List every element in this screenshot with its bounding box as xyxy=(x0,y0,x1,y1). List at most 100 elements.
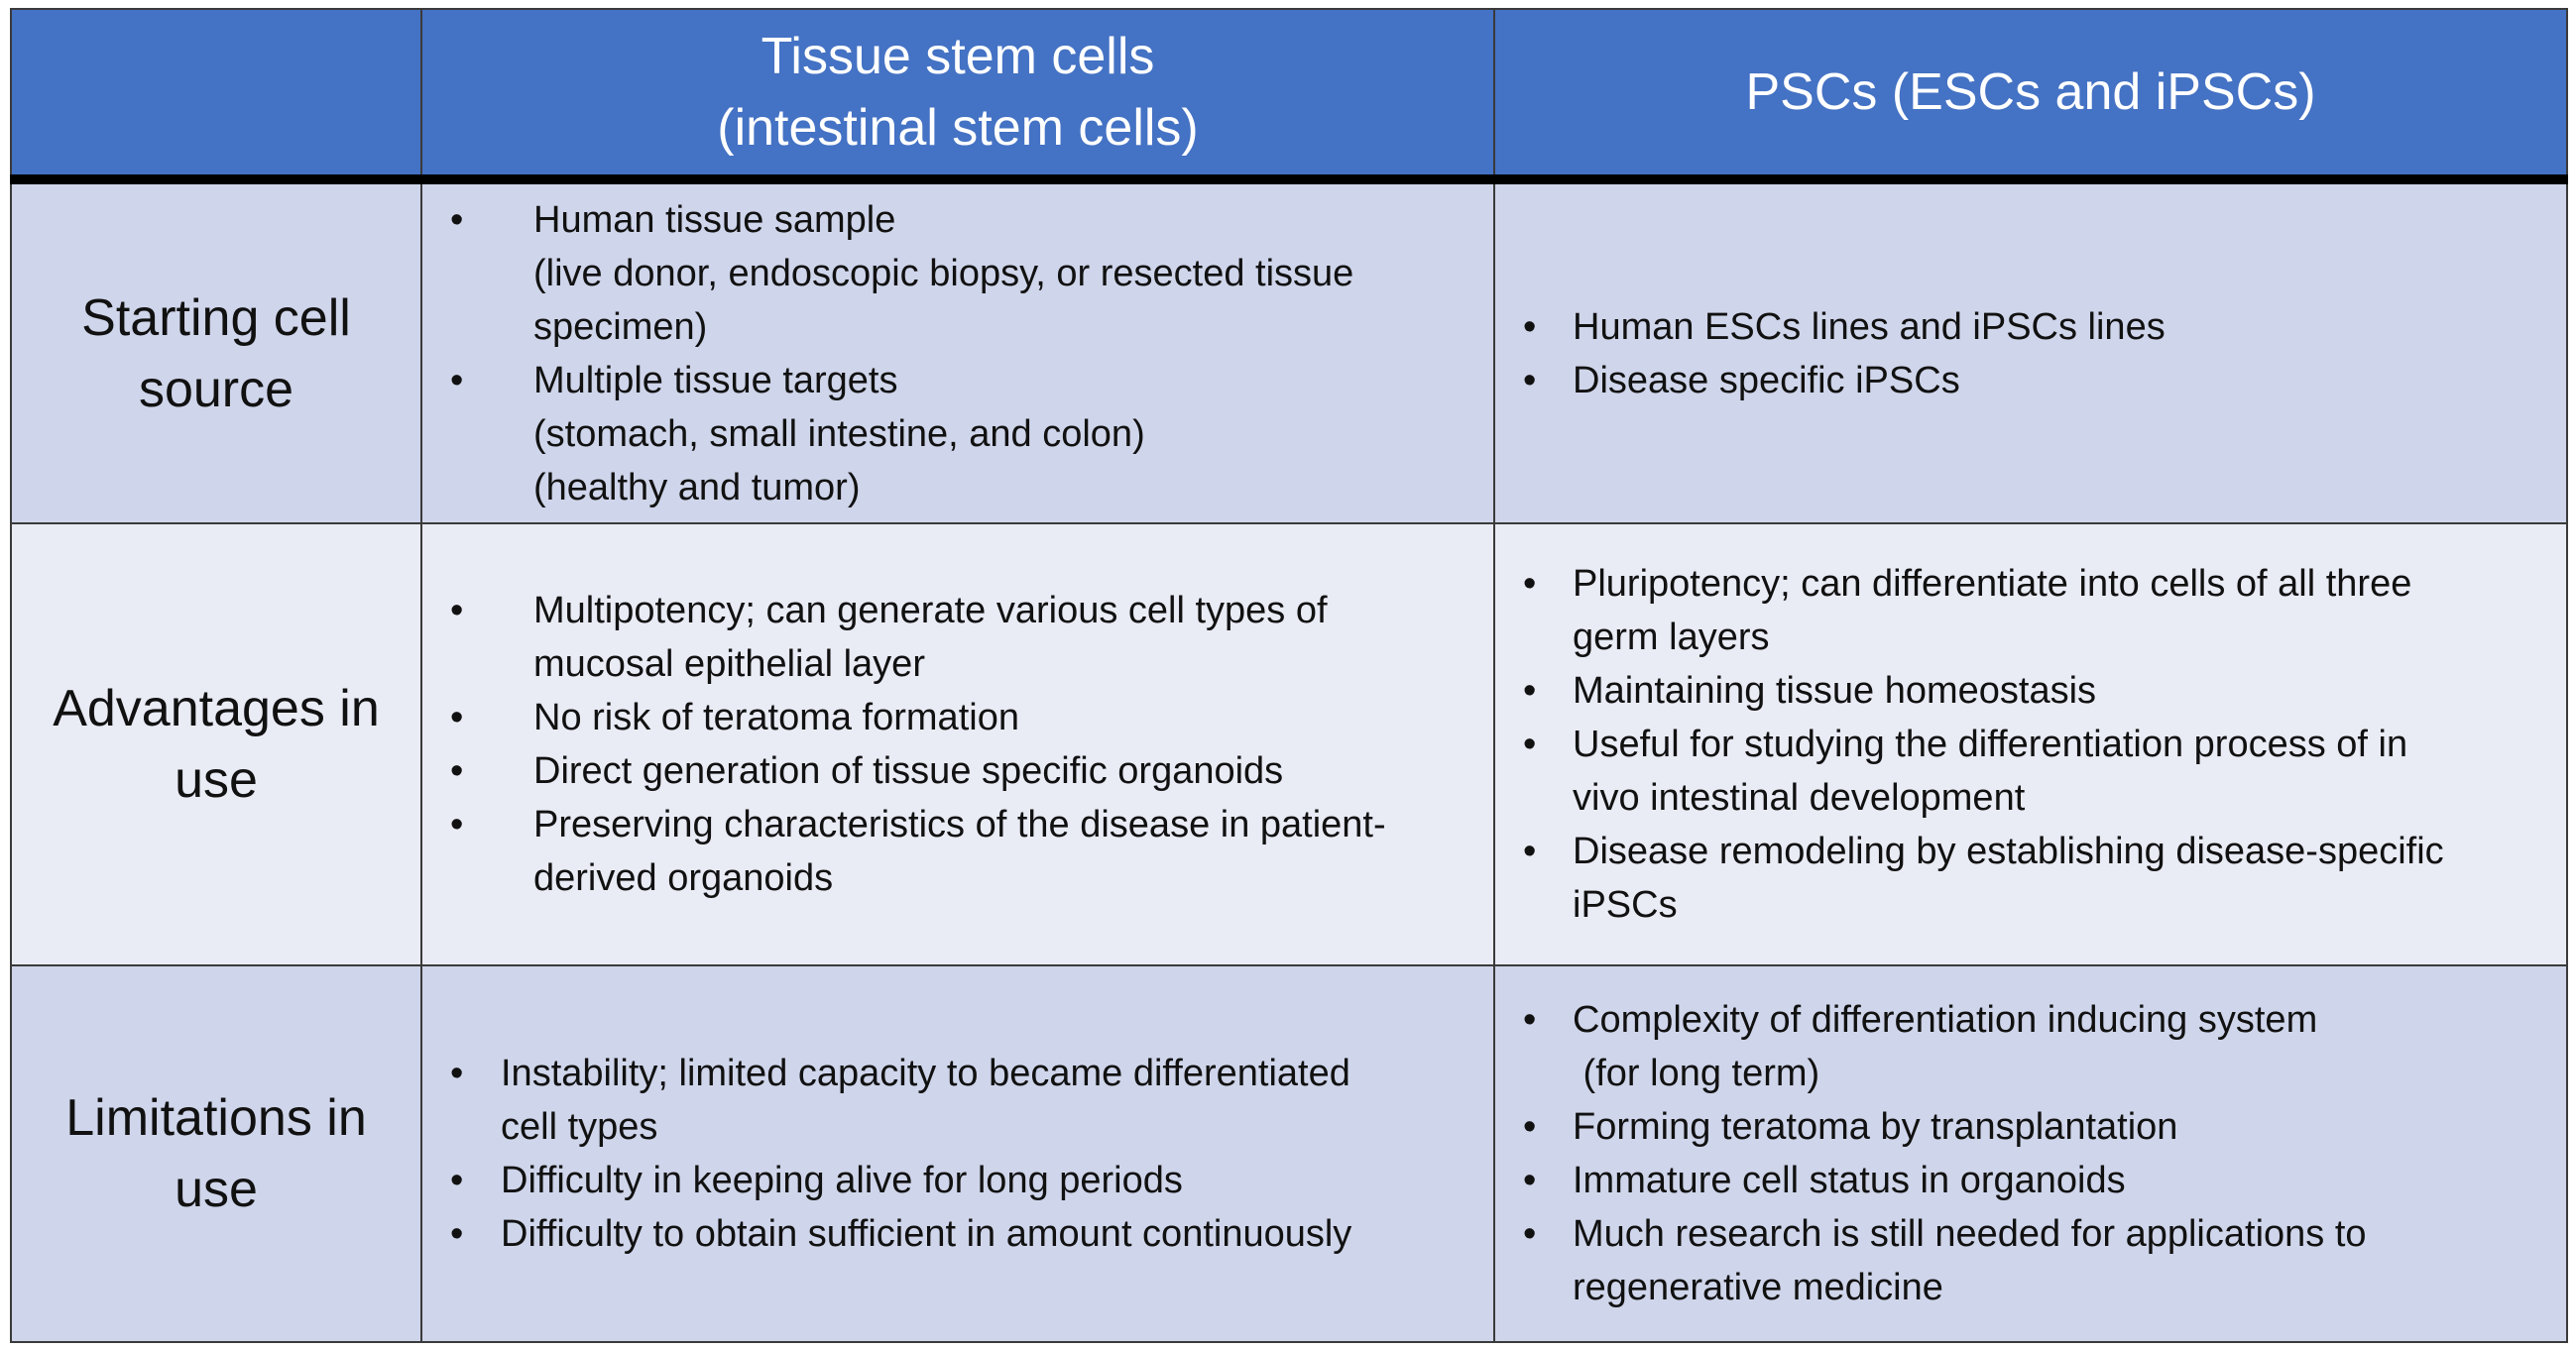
bullet-dot: • xyxy=(450,359,464,401)
bullet-dot: • xyxy=(1523,670,1537,712)
header-tissue-line-1: Tissue stem cells xyxy=(761,28,1155,85)
list-item-line: Multiple tissue targets xyxy=(533,359,898,401)
list-item-line: Human tissue sample xyxy=(533,198,896,241)
bullet-dot: • xyxy=(450,198,464,241)
list-item-line: (for long term) xyxy=(1573,1053,1820,1094)
list-item-line: regenerative medicine xyxy=(1573,1267,1943,1308)
list-item: • No risk of teratoma formation xyxy=(422,691,1464,744)
bullet-dot: • xyxy=(450,1053,464,1094)
list-item-line: Instability; limited capacity to became … xyxy=(501,1053,1350,1094)
list-item-line: Preserving characteristics of the diseas… xyxy=(533,804,1386,845)
list-item-line: Direct generation of tissue specific org… xyxy=(533,750,1284,792)
list-item-line: iPSCs xyxy=(1573,884,1678,926)
bullet-dot: • xyxy=(450,1213,464,1255)
row-starting-cell-source: Starting cell source • Human tissue samp… xyxy=(10,178,2568,524)
list-item-line: germ layers xyxy=(1573,617,1770,658)
list-item: • Direct generation of tissue specific o… xyxy=(422,744,1464,798)
list-item: • Preserving characteristics of the dise… xyxy=(422,798,1464,905)
bullet-list: • Human tissue sample (live donor, endos… xyxy=(422,193,1464,514)
row-label-line: Starting cell xyxy=(81,288,351,347)
header-tissue-line-2: (intestinal stem cells) xyxy=(717,99,1199,157)
header-corner-cell xyxy=(10,8,422,184)
list-item-line: Immature cell status in organoids xyxy=(1573,1160,2126,1201)
list-item: • Human ESCs lines and iPSCs lines xyxy=(1495,300,2536,354)
list-item: • Much research is still needed for appl… xyxy=(1495,1207,2536,1314)
cell-limitations-psc: • Complexity of differentiation inducing… xyxy=(1493,964,2568,1343)
list-item-line: Human ESCs lines and iPSCs lines xyxy=(1573,305,2166,348)
row-label-advantages-in-use: Advantages in use xyxy=(10,522,422,966)
cell-advantages-tissue: • Multipotency; can generate various cel… xyxy=(420,522,1495,966)
list-item-line: Much research is still needed for applic… xyxy=(1573,1213,2367,1255)
list-item-line: Difficulty in keeping alive for long per… xyxy=(501,1160,1183,1201)
list-item-line: Difficulty to obtain sufficient in amoun… xyxy=(501,1213,1352,1255)
bullet-dot: • xyxy=(1523,724,1537,765)
bullet-dot: • xyxy=(450,697,464,738)
header-psc-line-1: PSCs (ESCs and iPSCs) xyxy=(1745,63,2316,121)
row-label-limitations-in-use: Limitations in use xyxy=(10,964,422,1343)
row-label-line: Limitations in xyxy=(65,1089,367,1147)
list-item: • Disease specific iPSCs xyxy=(1495,354,2536,407)
bullet-dot: • xyxy=(1523,1106,1537,1148)
bullet-list: • Complexity of differentiation inducing… xyxy=(1495,993,2536,1314)
bullet-list: • Multipotency; can generate various cel… xyxy=(422,584,1464,905)
list-item-line: specimen) xyxy=(533,305,708,348)
list-item-line: Multipotency; can generate various cell … xyxy=(533,590,1328,631)
header-tissue-stem-cells: Tissue stem cells (intestinal stem cells… xyxy=(420,8,1495,184)
row-label-line: source xyxy=(138,360,294,418)
list-item-line: No risk of teratoma formation xyxy=(533,697,1019,738)
list-item-line: Disease specific iPSCs xyxy=(1573,359,1960,401)
row-limitations-in-use: Limitations in use • Instability; limite… xyxy=(10,964,2568,1343)
row-label-line: Advantages in xyxy=(53,680,380,737)
list-item: • Difficulty in keeping alive for long p… xyxy=(422,1154,1464,1207)
cell-advantages-psc: • Pluripotency; can differentiate into c… xyxy=(1493,522,2568,966)
list-item: • Multiple tissue targets (stomach, smal… xyxy=(422,354,1464,514)
list-item: • Forming teratoma by transplantation xyxy=(1495,1100,2536,1154)
list-item-line: (stomach, small intestine, and colon) xyxy=(533,412,1145,455)
list-item: • Immature cell status in organoids xyxy=(1495,1154,2536,1207)
bullet-dot: • xyxy=(1523,305,1537,348)
comparison-table: Tissue stem cells (intestinal stem cells… xyxy=(10,8,2568,1343)
list-item: • Useful for studying the differentiatio… xyxy=(1495,718,2536,825)
list-item-line: Pluripotency; can differentiate into cel… xyxy=(1573,563,2412,605)
row-label-starting-cell-source: Starting cell source xyxy=(10,178,422,524)
list-item: • Pluripotency; can differentiate into c… xyxy=(1495,557,2536,664)
cell-starting-psc: • Human ESCs lines and iPSCs lines • Dis… xyxy=(1493,178,2568,524)
list-item-line: Maintaining tissue homeostasis xyxy=(1573,670,2097,712)
list-item-line: Disease remodeling by establishing disea… xyxy=(1573,831,2444,872)
bullet-dot: • xyxy=(450,590,464,631)
bullet-dot: • xyxy=(1523,563,1537,605)
list-item-line: (healthy and tumor) xyxy=(533,466,861,508)
bullet-list: • Human ESCs lines and iPSCs lines • Dis… xyxy=(1495,300,2536,407)
bullet-dot: • xyxy=(450,1160,464,1201)
list-item: • Difficulty to obtain sufficient in amo… xyxy=(422,1207,1464,1261)
header-pscs: PSCs (ESCs and iPSCs) xyxy=(1493,8,2568,184)
bullet-dot: • xyxy=(1523,1213,1537,1255)
bullet-list: • Pluripotency; can differentiate into c… xyxy=(1495,557,2536,932)
list-item: • Disease remodeling by establishing dis… xyxy=(1495,825,2536,932)
list-item: • Complexity of differentiation inducing… xyxy=(1495,993,2536,1100)
cell-starting-tissue: • Human tissue sample (live donor, endos… xyxy=(420,178,1495,524)
list-item: • Instability; limited capacity to becam… xyxy=(422,1047,1464,1154)
row-advantages-in-use: Advantages in use • Multipotency; can ge… xyxy=(10,522,2568,966)
bullet-list: • Instability; limited capacity to becam… xyxy=(422,1047,1464,1261)
list-item: • Multipotency; can generate various cel… xyxy=(422,584,1464,691)
bullet-dot: • xyxy=(450,804,464,845)
list-item: • Human tissue sample (live donor, endos… xyxy=(422,193,1464,354)
list-item-line: Forming teratoma by transplantation xyxy=(1573,1106,2178,1148)
bullet-dot: • xyxy=(1523,999,1537,1041)
list-item-line: Complexity of differentiation inducing s… xyxy=(1573,999,2318,1041)
bullet-dot: • xyxy=(1523,1160,1537,1201)
bullet-dot: • xyxy=(1523,359,1537,401)
bullet-dot: • xyxy=(450,750,464,792)
list-item-line: Useful for studying the differentiation … xyxy=(1573,724,2408,765)
bullet-dot: • xyxy=(1523,831,1537,872)
list-item-line: mucosal epithelial layer xyxy=(533,643,925,685)
row-label-line: use xyxy=(175,751,258,809)
cell-limitations-tissue: • Instability; limited capacity to becam… xyxy=(420,964,1495,1343)
header-row: Tissue stem cells (intestinal stem cells… xyxy=(10,8,2568,184)
list-item-line: vivo intestinal development xyxy=(1573,777,2026,819)
list-item: • Maintaining tissue homeostasis xyxy=(1495,664,2536,718)
list-item-line: cell types xyxy=(501,1106,658,1148)
list-item-line: (live donor, endoscopic biopsy, or resec… xyxy=(533,252,1354,294)
row-label-line: use xyxy=(175,1161,258,1218)
